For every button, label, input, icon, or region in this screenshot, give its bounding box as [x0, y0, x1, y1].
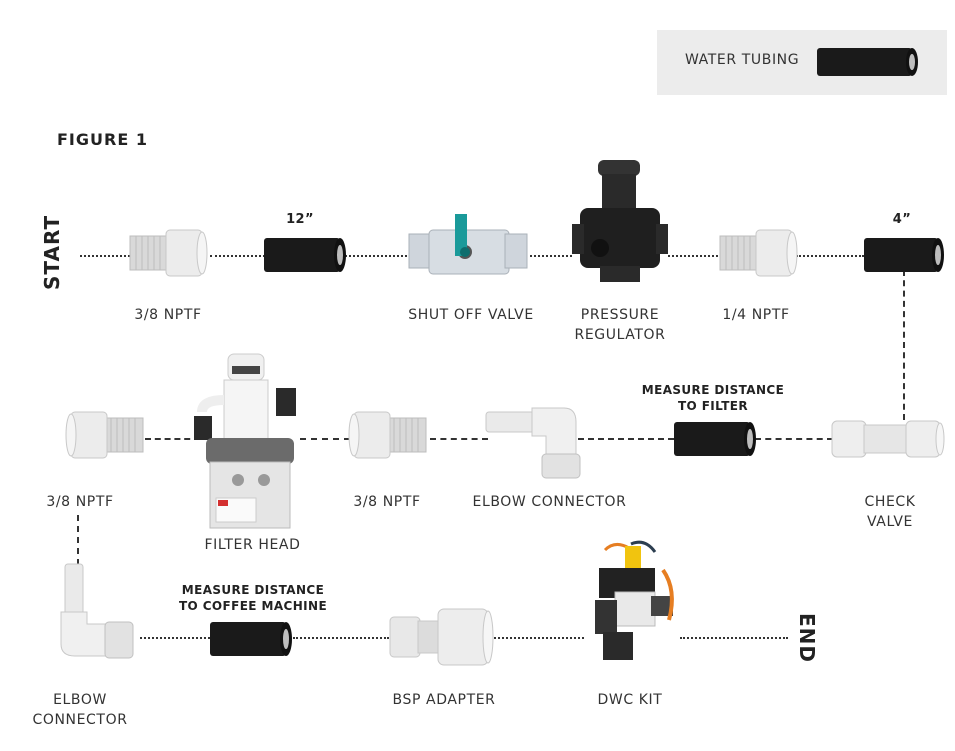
water-tube-12in — [264, 238, 346, 272]
measure-to-coffee-label: MEASURE DISTANCE TO COFFEE MACHINE — [178, 583, 328, 613]
row2-line-b — [300, 438, 350, 440]
row3-line-a — [140, 637, 210, 639]
row1-line-b — [210, 255, 265, 257]
water-tube-to-coffee — [210, 622, 292, 656]
row1-to-row2-vline — [903, 270, 905, 420]
pressure-regulator-icon — [572, 160, 668, 282]
elbow-connector-icon — [60, 563, 134, 659]
end-label: END — [795, 613, 819, 664]
row2-elbow-label: ELBOW CONNECTOR — [472, 494, 627, 510]
row2-fitting2-label: 3/8 NPTF — [353, 494, 421, 510]
row2-fitting1-label: 3/8 NPTF — [46, 494, 114, 510]
row2-line-d — [578, 438, 674, 440]
bsp-adapter-icon — [389, 608, 494, 666]
row1-fitting2-label: 1/4 NPTF — [722, 307, 790, 323]
npt-fitting-icon — [65, 411, 144, 459]
row2-line-a — [145, 438, 200, 440]
bsp-adapter-label: BSP ADAPTER — [392, 692, 496, 708]
pressure-regulator-label: PRESSURE REGULATOR — [574, 307, 666, 343]
measure-to-filter-label: MEASURE DISTANCE TO FILTER — [641, 383, 785, 413]
water-tube-to-filter — [674, 422, 756, 456]
shutoff-valve-label: SHUT OFF VALVE — [408, 307, 534, 323]
elbow-connector-icon — [485, 407, 581, 479]
water-tube-4in — [864, 238, 944, 272]
npt-fitting-icon — [348, 411, 427, 459]
npt-fitting-icon — [719, 229, 798, 277]
start-label: START — [40, 214, 64, 290]
row1-line-f — [796, 255, 864, 257]
check-valve-label: CHECK VALVE — [864, 494, 916, 530]
filter-head-icon — [194, 353, 296, 529]
row1-line-a — [80, 255, 130, 257]
legend-box: WATER TUBING — [657, 30, 947, 95]
row2-to-row3-vline — [77, 515, 79, 565]
row3-line-c — [494, 637, 584, 639]
row1-line-e — [668, 255, 718, 257]
legend-tube-swatch — [817, 48, 918, 76]
filter-head-label: FILTER HEAD — [204, 537, 301, 553]
dwc-kit-icon — [595, 540, 674, 660]
figure-title: FIGURE 1 — [57, 130, 148, 149]
npt-fitting-icon — [129, 229, 208, 277]
legend-label: WATER TUBING — [685, 52, 800, 68]
row3-line-d — [680, 637, 788, 639]
check-valve-icon — [831, 420, 945, 458]
row1-line-c — [345, 255, 407, 257]
row1-tube1-length: 12” — [286, 212, 314, 227]
row3-line-b — [293, 637, 389, 639]
row3-elbow-label: ELBOW CONNECTOR — [32, 692, 128, 728]
shutoff-valve-icon — [408, 214, 528, 275]
row2-line-c — [430, 438, 488, 440]
row1-tube2-length: 4” — [892, 212, 912, 227]
row1-fitting1-label: 3/8 NPTF — [134, 307, 202, 323]
row1-line-d — [530, 255, 572, 257]
dwc-kit-label: DWC KIT — [597, 692, 663, 708]
row2-line-e — [755, 438, 833, 440]
